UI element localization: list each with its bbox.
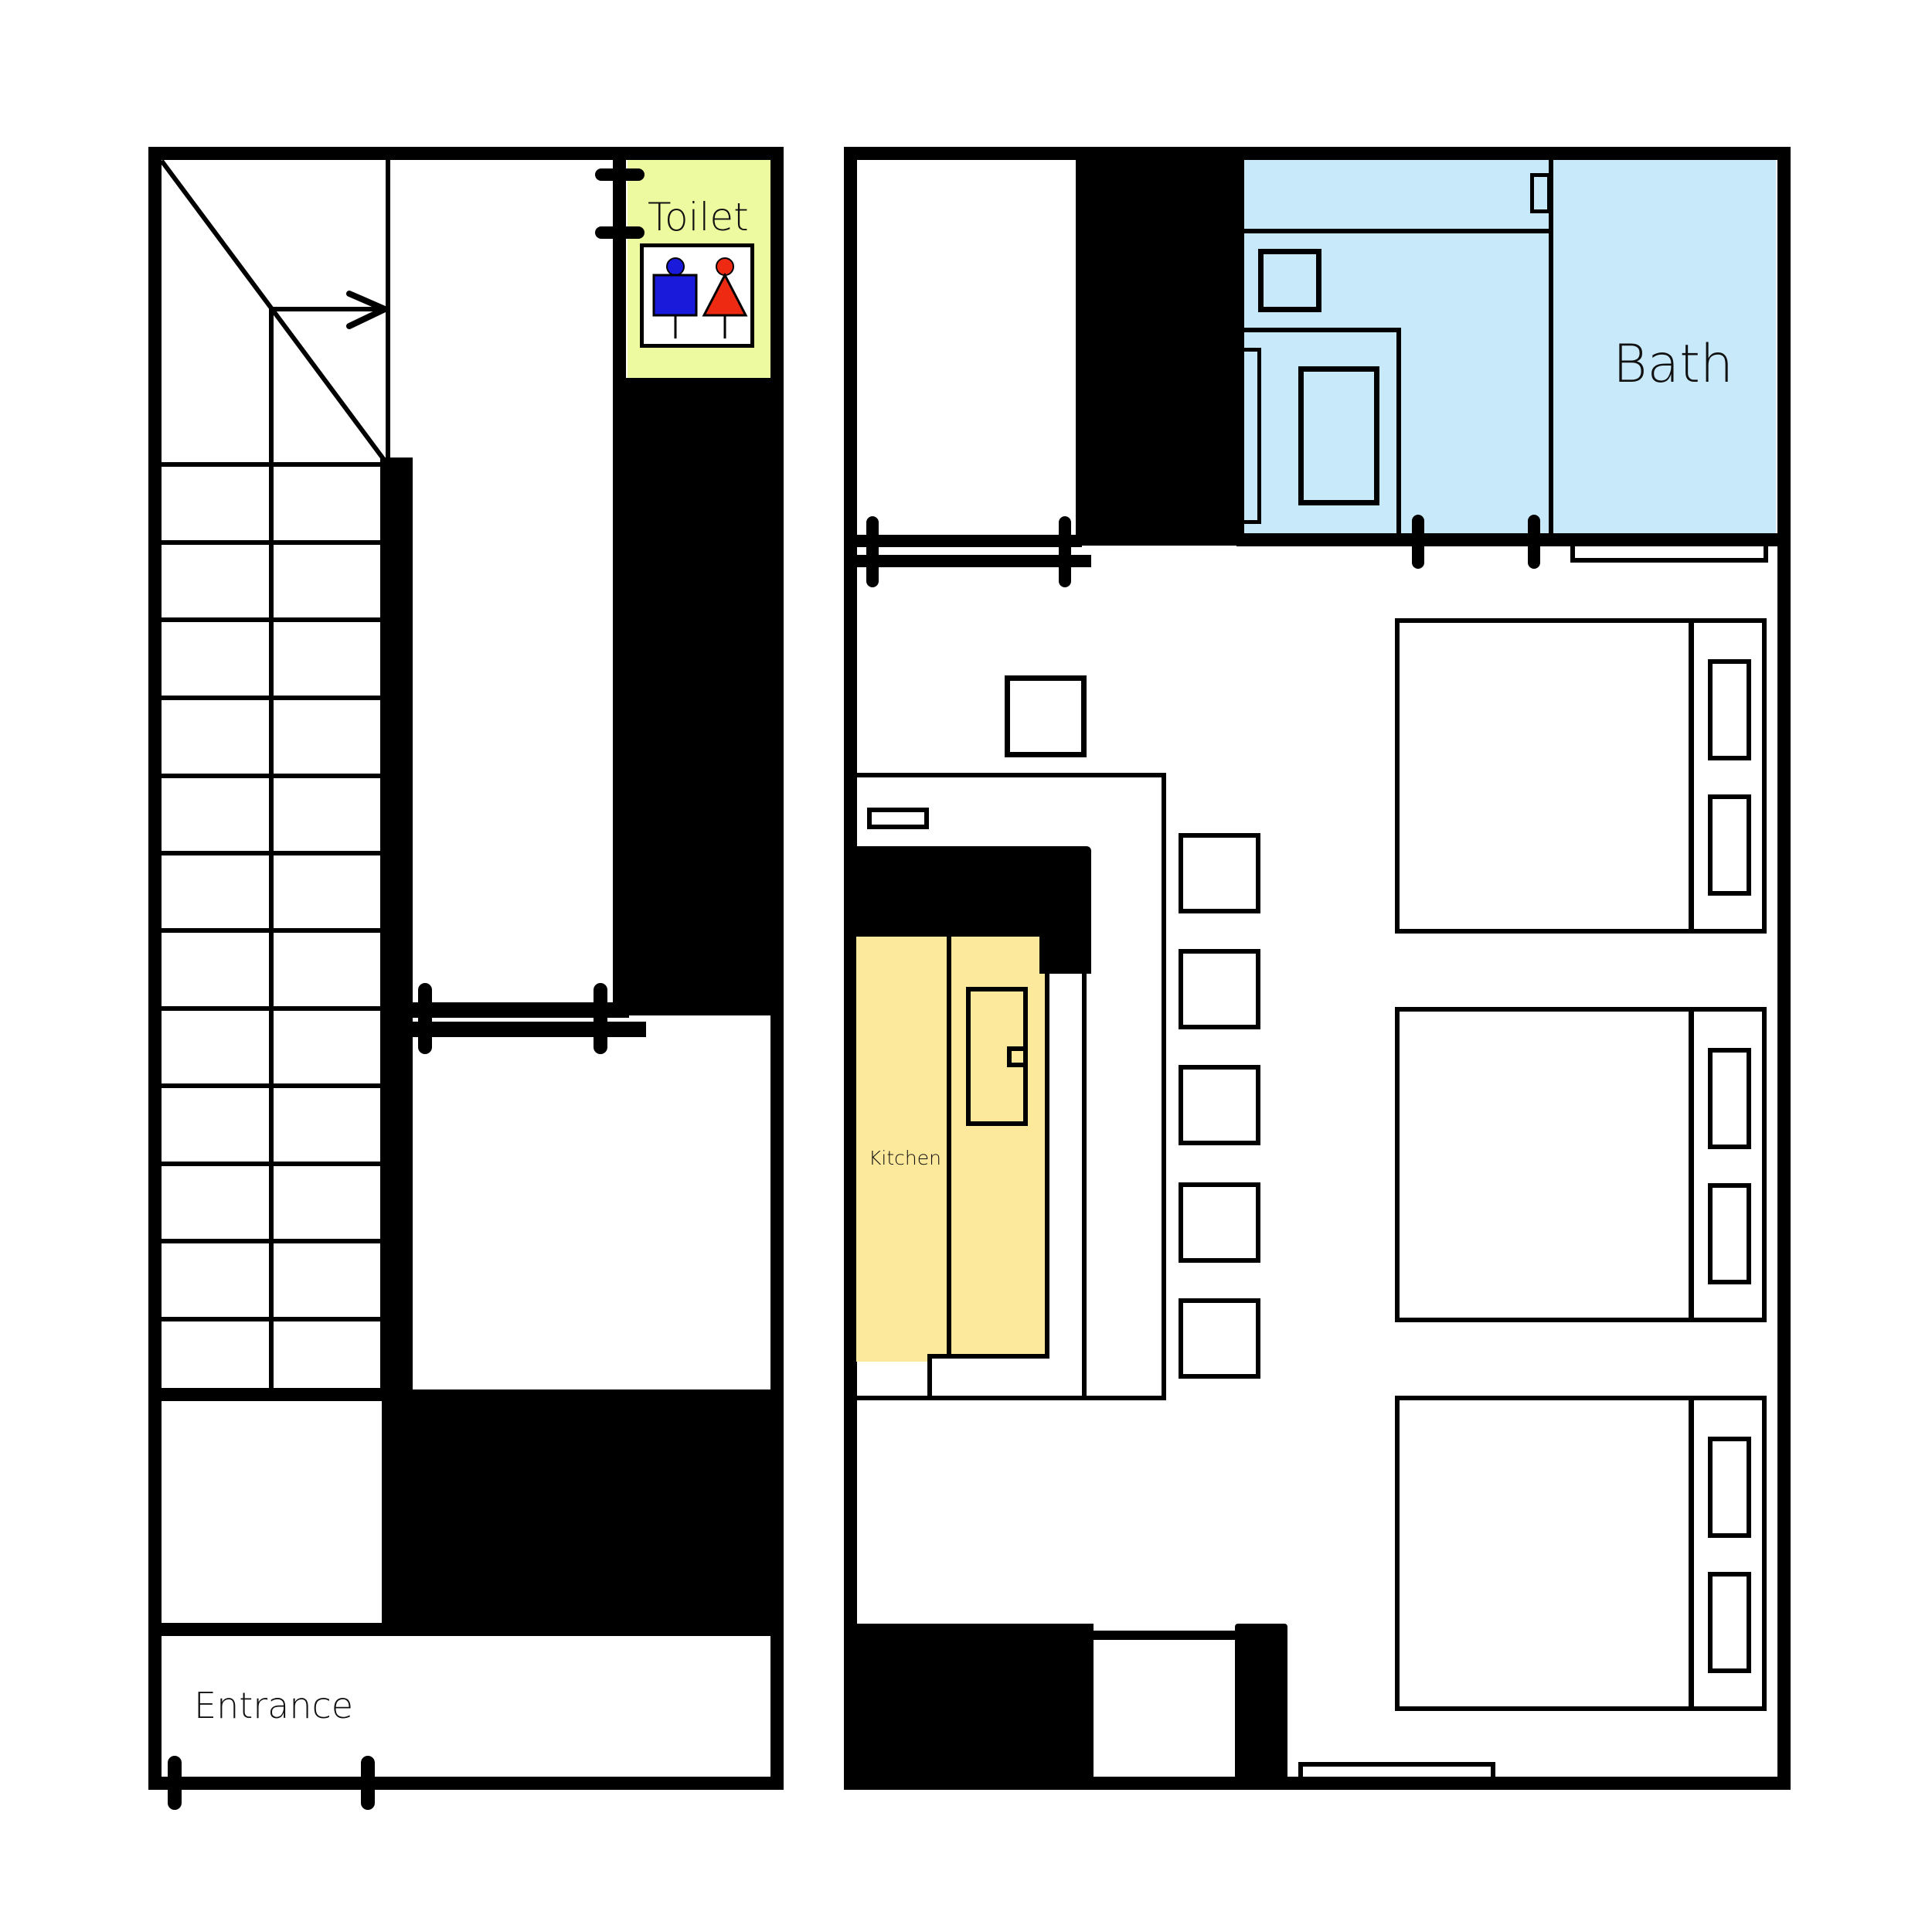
sliding-door-rail[interactable] bbox=[413, 1022, 646, 1037]
entrance-door-mark[interactable] bbox=[168, 1756, 182, 1810]
bed bbox=[1395, 1396, 1767, 1711]
entrance-door-mark[interactable] bbox=[361, 1756, 375, 1810]
closet-door-rail[interactable] bbox=[850, 535, 1082, 547]
kitchen-wall-block bbox=[1039, 920, 1091, 974]
bath-wall-bottom bbox=[1236, 533, 1791, 546]
counter-appliance bbox=[867, 808, 929, 829]
window-sill bbox=[1298, 1762, 1495, 1779]
toilet-partition bbox=[613, 159, 626, 383]
pillow bbox=[1708, 1048, 1751, 1149]
female-icon bbox=[716, 257, 734, 276]
bath-room bbox=[1243, 159, 1776, 536]
door-mark[interactable] bbox=[418, 983, 432, 1054]
bath-door-mark[interactable] bbox=[1412, 515, 1424, 569]
kitchen-area bbox=[856, 937, 1049, 1362]
bar-stool bbox=[1179, 1298, 1260, 1379]
bath-partition bbox=[1549, 159, 1553, 535]
side-table bbox=[1005, 675, 1087, 757]
pillow bbox=[1708, 1437, 1751, 1538]
entrance-divider bbox=[161, 1623, 783, 1636]
shower-tray bbox=[1243, 348, 1261, 524]
wall-pillar bbox=[1235, 1624, 1287, 1786]
bed-headboard-line bbox=[1689, 1012, 1694, 1318]
left-building-wall-top bbox=[148, 147, 784, 160]
washbasin bbox=[1258, 249, 1321, 312]
pillow bbox=[1708, 1572, 1751, 1673]
bed-headboard-line bbox=[1689, 1400, 1694, 1706]
window-sill bbox=[1570, 544, 1768, 563]
kitchen-base-outline bbox=[927, 1354, 1049, 1400]
pillow bbox=[1708, 659, 1751, 760]
male-icon bbox=[652, 274, 698, 317]
entrance-label: Entrance bbox=[194, 1685, 354, 1726]
bar-stool bbox=[1179, 833, 1260, 913]
bath-shelf-line bbox=[1243, 229, 1552, 233]
vanity-outline bbox=[1243, 328, 1401, 536]
closet-door-rail[interactable] bbox=[850, 555, 1091, 567]
bed bbox=[1395, 618, 1767, 934]
stair-wall bbox=[380, 457, 413, 1396]
right-building-wall-right bbox=[1777, 147, 1791, 1790]
female-icon bbox=[702, 272, 748, 317]
bath-label: Bath bbox=[1613, 334, 1733, 395]
bar-stool bbox=[1179, 1182, 1260, 1263]
bed-headboard-line bbox=[1689, 623, 1694, 929]
pillow bbox=[1708, 1183, 1751, 1284]
bathtub bbox=[1298, 366, 1379, 505]
toilet-door-hinge[interactable] bbox=[595, 226, 645, 239]
bath-door-mark[interactable] bbox=[1528, 515, 1540, 569]
toilet-label: Toilet bbox=[648, 195, 749, 240]
door-mark[interactable] bbox=[866, 516, 879, 587]
bath-fixture bbox=[1530, 173, 1551, 213]
refrigerator-handle bbox=[1007, 1046, 1028, 1067]
male-icon bbox=[666, 257, 685, 276]
left-building-wall-bottom bbox=[148, 1777, 784, 1790]
right-building-wall-top bbox=[844, 147, 1791, 160]
kitchen-counter-edge bbox=[1082, 970, 1087, 1399]
kitchen-divider bbox=[947, 937, 951, 1358]
bar-stool bbox=[1179, 949, 1260, 1029]
toilet-door-hinge[interactable] bbox=[595, 168, 645, 181]
stair-base-wall bbox=[161, 1388, 393, 1401]
wall-block-lower bbox=[382, 1389, 783, 1635]
wall-block-bottom bbox=[850, 1624, 1094, 1786]
door-mark[interactable] bbox=[1059, 516, 1071, 587]
kitchen-counter-edge bbox=[1045, 970, 1049, 1360]
kitchen-area bbox=[856, 1352, 930, 1362]
sliding-door-rail[interactable] bbox=[413, 1002, 629, 1018]
kitchen-label: Kitchen bbox=[869, 1147, 941, 1169]
left-building-wall-left bbox=[148, 147, 162, 1790]
wall-block-top bbox=[1076, 159, 1244, 546]
door-mark[interactable] bbox=[594, 983, 607, 1054]
bed bbox=[1395, 1007, 1767, 1322]
entry-closet bbox=[1091, 1631, 1238, 1782]
pillow bbox=[1708, 794, 1751, 896]
bar-stool bbox=[1179, 1065, 1260, 1145]
toilet-sign bbox=[640, 243, 754, 348]
wall-block bbox=[613, 378, 783, 1015]
